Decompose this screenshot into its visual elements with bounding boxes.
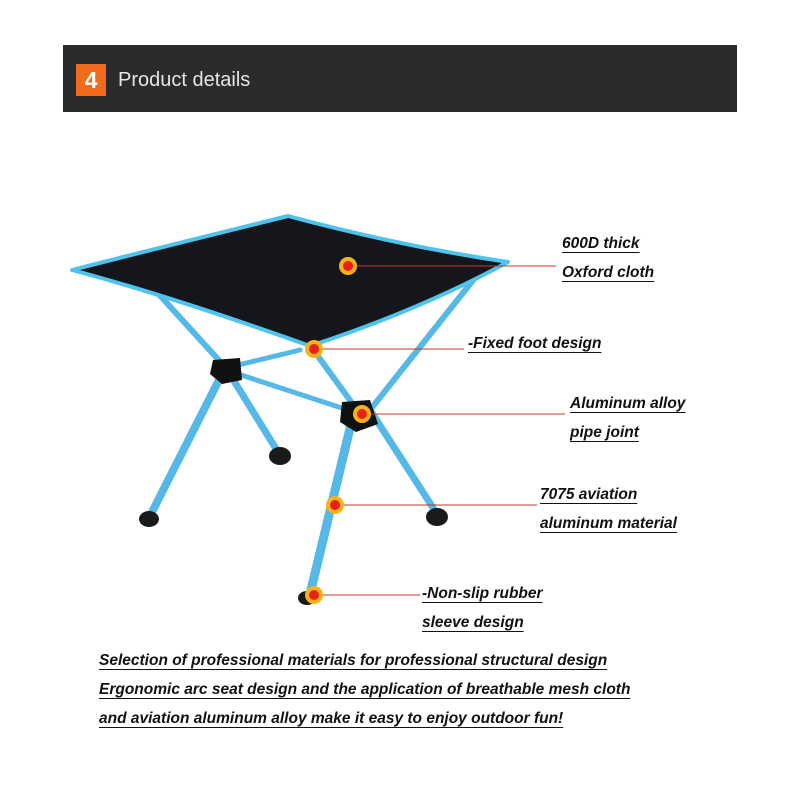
tabletop-oxford-cloth (70, 214, 510, 348)
foot-back-left (269, 447, 291, 465)
callout-line: Aluminum alloy (570, 395, 686, 412)
callout-leaders (314, 265, 565, 596)
summary-line: and aviation aluminum alloy make it easy… (99, 710, 564, 727)
callout-pipe-joint: Aluminum alloy pipe joint (570, 389, 685, 447)
frame-tube-back-left-lower (222, 364, 282, 456)
section-number-badge: 4 (76, 64, 106, 96)
callout-rubber-sleeve: -Non-slip rubber sleeve design (422, 579, 543, 637)
callout-line: aluminum material (540, 515, 677, 532)
marker-aviation-aluminum (326, 496, 344, 514)
callout-line: -Non-slip rubber (422, 585, 543, 602)
summary-line: Selection of professional materials for … (99, 652, 608, 669)
callout-line: -Fixed foot design (468, 335, 602, 352)
foot-left (139, 511, 159, 527)
marker-rubber-sleeve (305, 586, 323, 604)
foot-back-right (426, 508, 448, 526)
frame-tube-back-right (367, 271, 481, 413)
table-frame (141, 271, 481, 599)
pipe-joints (210, 358, 378, 432)
callout-line: 7075 aviation (540, 486, 638, 503)
marker-oxford-cloth (339, 257, 357, 275)
frame-crossbar (229, 369, 363, 417)
callout-oxford-cloth: 600D thick Oxford cloth (562, 229, 654, 287)
marker-pipe-joint (353, 405, 371, 423)
summary-line: Ergonomic arc seat design and the applic… (99, 681, 631, 698)
callout-line: pipe joint (570, 424, 639, 441)
callout-line: sleeve design (422, 614, 524, 631)
frame-leg-left (146, 370, 226, 520)
frame-tube-back-right-lower (366, 406, 441, 518)
callout-aviation-aluminum: 7075 aviation aluminum material (540, 480, 677, 538)
callout-markers (305, 257, 371, 604)
rubber-feet (139, 447, 448, 605)
callout-line: 600D thick (562, 235, 640, 252)
section-header-banner: 4 Product details (63, 45, 737, 112)
marker-fixed-foot (305, 340, 323, 358)
section-title: Product details (118, 69, 251, 91)
callout-fixed-foot: -Fixed foot design (468, 329, 601, 358)
joint-left (210, 358, 242, 384)
callout-line: Oxford cloth (562, 264, 655, 281)
